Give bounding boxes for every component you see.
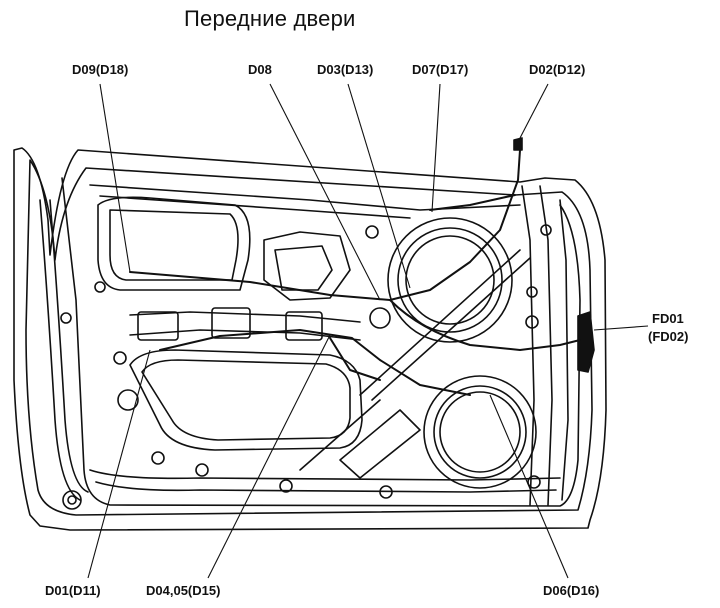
upper-speaker-ring bbox=[387, 217, 513, 343]
leader-d09 bbox=[99, 83, 131, 273]
label-d03: D03(D13) bbox=[317, 62, 374, 77]
leader-d04 bbox=[207, 334, 331, 579]
label-d09: D09(D18) bbox=[72, 62, 129, 77]
label-d06: D06(D16) bbox=[543, 583, 600, 598]
door-outer-outline bbox=[13, 147, 607, 531]
wiring-harness bbox=[129, 149, 521, 301]
label-d08: D08 bbox=[248, 62, 272, 77]
label-fd01: FD01 bbox=[652, 311, 684, 326]
leader-d01 bbox=[87, 349, 151, 579]
leader-d06 bbox=[489, 394, 569, 579]
leader-d02 bbox=[519, 83, 549, 139]
leader-d07 bbox=[431, 83, 441, 213]
leader-d08 bbox=[269, 83, 381, 301]
leader-fd01 bbox=[593, 325, 649, 331]
label-fd02: (FD02) bbox=[648, 329, 689, 344]
label-d01: D01(D11) bbox=[45, 583, 101, 598]
label-d02: D02(D12) bbox=[529, 62, 586, 77]
diagram-title: Передние двери bbox=[184, 6, 356, 31]
label-d04: D04,05(D15) bbox=[146, 583, 221, 598]
lower-panel-opening bbox=[129, 349, 363, 451]
leader-d03 bbox=[347, 83, 411, 289]
label-d07: D07(D17) bbox=[412, 62, 469, 77]
lower-speaker-ring bbox=[423, 375, 537, 489]
